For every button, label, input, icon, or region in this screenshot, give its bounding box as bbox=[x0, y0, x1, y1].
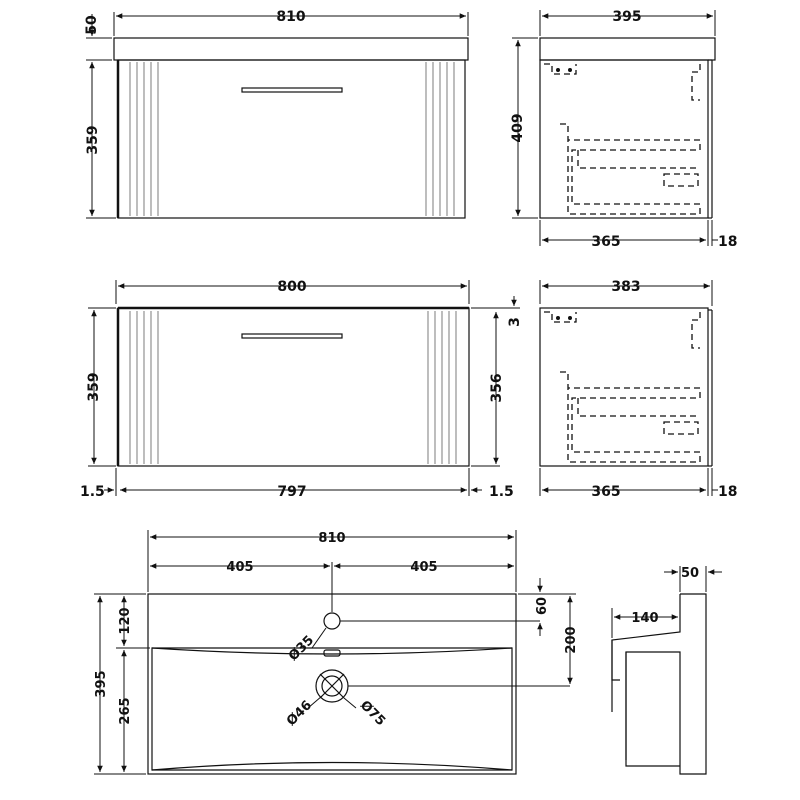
basin-bowl-dim: 265 bbox=[118, 697, 133, 724]
front-view-top: 810 50 359 bbox=[84, 9, 469, 219]
front-bottom-right-fluting bbox=[427, 311, 457, 464]
basin-half-right-dim: 405 bbox=[410, 560, 437, 575]
basin-half-left-dim: 405 bbox=[226, 560, 253, 575]
side-bottom-depth-dim: 383 bbox=[611, 279, 640, 295]
waste-inner bbox=[321, 675, 343, 697]
basin-plan-view: Ø35 Ø46 Ø75 810 405 405 60 200 395 120 2… bbox=[94, 530, 579, 775]
side-top-door-dim: 18 bbox=[718, 234, 737, 250]
side-top-drawer-box bbox=[560, 123, 701, 215]
basin-top-dim: 120 bbox=[118, 607, 133, 634]
front-bottom-height-right-dim: 356 bbox=[489, 373, 505, 402]
basin-thickness-dim: 50 bbox=[681, 566, 699, 581]
side-top-cabinet-body bbox=[539, 59, 709, 219]
side-view-bottom: 383 365 18 bbox=[539, 279, 737, 500]
waste-inner-dim: Ø46 bbox=[284, 698, 315, 729]
tap-offset-dim: 60 bbox=[535, 597, 550, 615]
front-top-right-fluting bbox=[425, 62, 455, 216]
side-view-top: 395 409 365 18 bbox=[510, 9, 737, 250]
basin-bowl-depth-dim: 140 bbox=[631, 611, 658, 626]
side-bottom-drawer-box bbox=[560, 371, 701, 463]
side-top-body-depth-dim: 365 bbox=[591, 234, 620, 250]
front-top-body-dim: 359 bbox=[85, 125, 101, 154]
front-top-left-fluting bbox=[129, 62, 159, 216]
side-bottom-bracket bbox=[544, 311, 577, 323]
basin-bowl bbox=[151, 647, 513, 771]
front-bottom-inner-width-dim: 797 bbox=[277, 484, 306, 500]
front-bottom-left-fluting bbox=[129, 311, 159, 464]
front-bottom-height-left-dim: 359 bbox=[86, 372, 102, 401]
side-top-bracket bbox=[544, 63, 577, 75]
side-bottom-door-dim: 18 bbox=[718, 484, 737, 500]
side-top-depth-dim: 395 bbox=[612, 9, 641, 25]
front-bottom-right-gap-dim: 1.5 bbox=[489, 484, 514, 500]
front-bottom-cabinet-body bbox=[117, 307, 470, 467]
side-top-height-dim: 409 bbox=[510, 113, 526, 142]
front-top-basin-slab bbox=[113, 37, 469, 61]
side-top-basin-slab bbox=[539, 37, 716, 61]
front-top-slab-dim: 50 bbox=[84, 15, 100, 35]
basin-depth-dim: 395 bbox=[94, 670, 109, 697]
front-top-drawer-handle bbox=[241, 87, 343, 93]
front-bottom-left-gap-dim: 1.5 bbox=[80, 484, 105, 500]
front-bottom-gap-dim: 3 bbox=[507, 317, 523, 327]
basin-side-profile: 50 140 bbox=[611, 566, 722, 775]
tap-hole bbox=[323, 612, 341, 630]
front-bottom-drawer-handle bbox=[241, 333, 343, 339]
front-bottom-width-dim: 800 bbox=[277, 279, 306, 295]
front-top-cabinet-body bbox=[117, 59, 466, 219]
side-bottom-cabinet-body bbox=[539, 307, 709, 467]
side-bottom-body-depth-dim: 365 bbox=[591, 484, 620, 500]
side-top-runner bbox=[691, 64, 701, 101]
front-top-width-dim: 810 bbox=[276, 9, 305, 25]
waste-offset-dim: 200 bbox=[564, 626, 579, 653]
basin-width-dim: 810 bbox=[318, 531, 345, 546]
waste-outer-dim: Ø75 bbox=[357, 698, 388, 729]
front-view-bottom: 800 359 356 3 1.5 797 1.5 bbox=[80, 279, 523, 500]
